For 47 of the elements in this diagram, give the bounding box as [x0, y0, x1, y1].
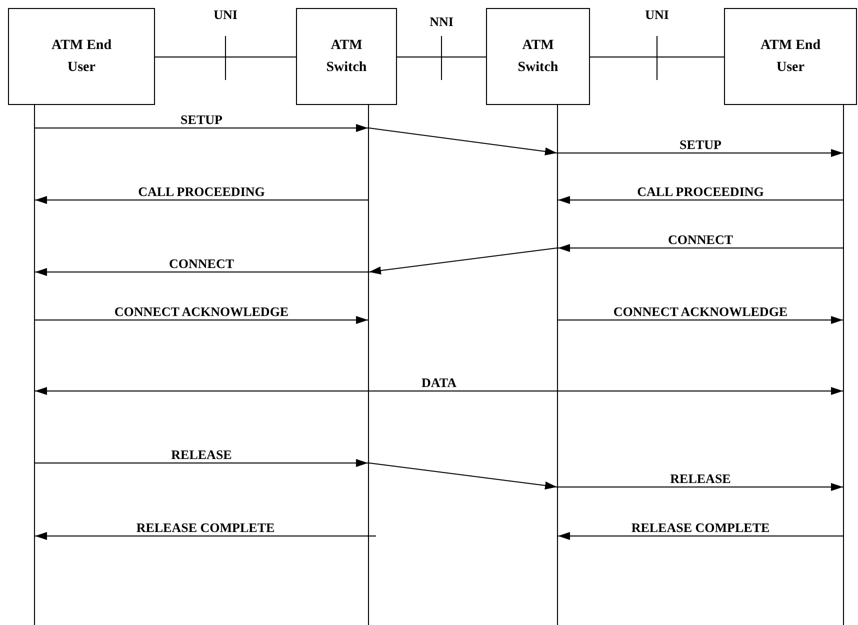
message-arrow [34, 196, 368, 204]
lifeline [34, 105, 35, 625]
message-arrow [34, 124, 368, 132]
message-arrow [558, 483, 844, 491]
message-label: RELEASE [668, 472, 733, 486]
message-arrow [34, 316, 368, 324]
entity-name: ATM End User [50, 36, 113, 76]
entity-name: ATM End User [759, 36, 822, 76]
link-line [154, 56, 296, 58]
entity-box [486, 8, 590, 105]
message-label: RELEASE [169, 448, 234, 462]
lifeline [368, 105, 369, 625]
message-arrow [368, 462, 558, 490]
message-arrow [558, 244, 844, 252]
message-label: DATA [420, 376, 458, 390]
message-arrow [34, 268, 368, 276]
entity-box [724, 8, 857, 105]
link-line [590, 56, 724, 58]
message-label: CALL PROCEEDING [136, 185, 267, 199]
lifeline [843, 105, 844, 625]
message-label: RELEASE COMPLETE [134, 521, 277, 535]
entity-box [296, 8, 397, 105]
link-line [396, 56, 486, 58]
message-arrow [34, 532, 376, 540]
message-label: SETUP [178, 113, 224, 127]
message-arrow [558, 149, 844, 157]
message-arrow [558, 532, 844, 540]
message-arrow [34, 387, 844, 395]
message-arrow [558, 316, 844, 324]
message-label: CONNECT ACKNOWLEDGE [611, 305, 790, 319]
message-arrow [558, 196, 844, 204]
entity-box [8, 8, 155, 105]
entity-name: ATM Switch [325, 36, 368, 76]
interface-label: UNI [643, 8, 671, 22]
message-label: SETUP [678, 138, 724, 152]
message-label: CONNECT ACKNOWLEDGE [112, 305, 291, 319]
message-arrow [34, 459, 368, 467]
message-label: CONNECT [666, 233, 735, 247]
lifeline [557, 105, 558, 625]
interface-label: UNI [212, 8, 240, 22]
entity-name: ATM Switch [516, 36, 560, 76]
message-label: CONNECT [167, 257, 236, 271]
message-arrow [368, 248, 558, 274]
message-arrow [368, 128, 558, 156]
message-label: RELEASE COMPLETE [629, 521, 772, 535]
message-label: CALL PROCEEDING [635, 185, 766, 199]
interface-label: NNI [428, 15, 456, 29]
